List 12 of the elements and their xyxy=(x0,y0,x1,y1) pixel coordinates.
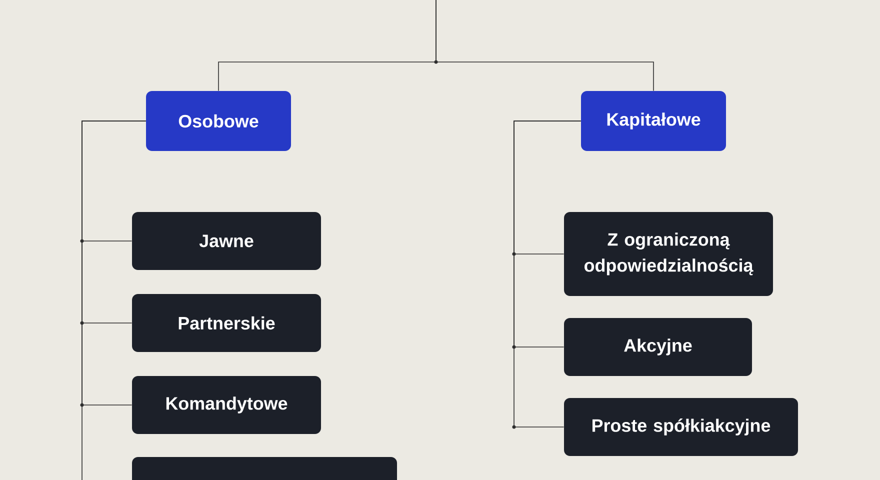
item-box: Proste spółkiakcyjne xyxy=(564,398,798,456)
category-box: Kapitałowe xyxy=(581,91,726,151)
item-box: Z ograniczoną odpowiedzialnością xyxy=(564,212,773,296)
item-box: Komandytowe xyxy=(132,376,321,434)
connector-line xyxy=(82,120,146,480)
item-box xyxy=(132,457,397,480)
connector-line xyxy=(514,120,582,428)
category-box: Osobowe xyxy=(146,91,291,151)
item-box: Jawne xyxy=(132,212,321,270)
item-box: Akcyjne xyxy=(564,318,752,376)
connector-line xyxy=(436,0,654,92)
item-box: Partnerskie xyxy=(132,294,321,352)
